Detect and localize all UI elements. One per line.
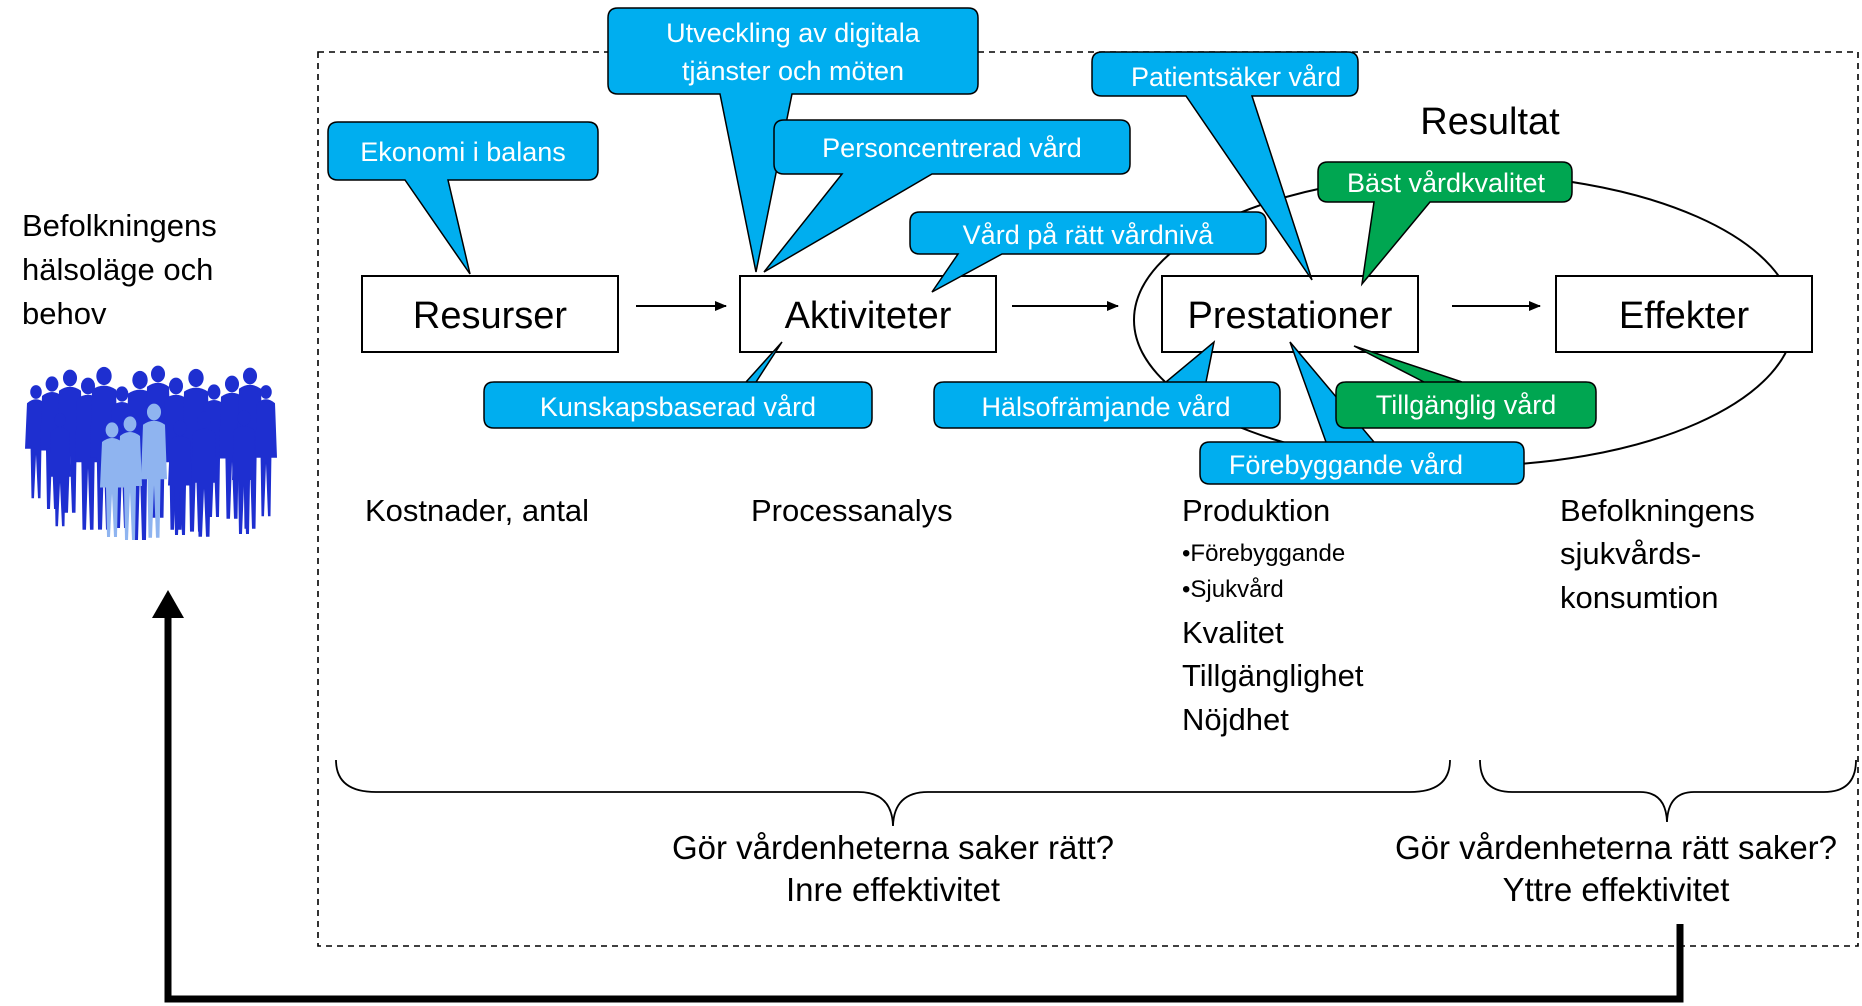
- crowd-person-head: [30, 385, 42, 399]
- result-label: Resultat: [1420, 101, 1560, 143]
- population-label-line1: Befolkningens: [22, 208, 217, 243]
- metric-effects-line1: Befolkningens: [1560, 493, 1755, 528]
- svg-text:Förebyggande vård: Förebyggande vård: [1229, 450, 1463, 480]
- metric-bullet-sjukvard: •Sjukvård: [1182, 576, 1284, 603]
- feedback-arrowhead: [152, 590, 184, 618]
- crowd-person-head: [224, 375, 240, 393]
- callout-tillganglig: Tillgänglig vård: [1335, 345, 1597, 429]
- svg-text:Kunskapsbaserad vård: Kunskapsbaserad vård: [540, 392, 816, 422]
- svg-text:Effekter: Effekter: [1619, 295, 1750, 337]
- callout-bast: Bäst vårdkvalitet: [1317, 161, 1573, 287]
- crowd-person-head: [54, 413, 66, 427]
- crowd-person-body: [49, 427, 71, 527]
- svg-text:Aktiviteter: Aktiviteter: [785, 295, 952, 337]
- crowd-person-head: [242, 367, 258, 385]
- callout-ekonomi: Ekonomi i balans: [327, 121, 599, 275]
- stage-effects: Effekter: [1555, 275, 1813, 353]
- svg-text:Bäst vårdkvalitet: Bäst vårdkvalitet: [1347, 168, 1546, 198]
- feedback-arrow: [164, 612, 1684, 1003]
- metric-effects-line3: konsumtion: [1560, 580, 1719, 615]
- stage-outputs: Prestationer: [1161, 275, 1419, 353]
- crowd-silhouette-icon: [25, 365, 277, 540]
- svg-text:tjänster och möten: tjänster och möten: [682, 56, 904, 86]
- svg-text:Tillgänglig vård: Tillgänglig vård: [1376, 390, 1557, 420]
- crowd-person-body: [141, 420, 167, 538]
- svg-text:Hälsofrämjande vård: Hälsofrämjande vård: [981, 392, 1230, 422]
- crowd-person-head: [260, 385, 272, 399]
- crowd-person-body: [100, 438, 124, 537]
- svg-text:Utveckling av digitala: Utveckling av digitala: [666, 18, 921, 48]
- crowd-person-head: [123, 416, 137, 432]
- crowd-person-body: [118, 432, 142, 540]
- stage-activities: Aktiviteter: [739, 275, 997, 353]
- callout-forebyggande: Förebyggande vård: [1199, 341, 1525, 485]
- crowd-person-head: [196, 411, 212, 429]
- svg-text:Vård på rätt vårdnivå: Vård på rätt vårdnivå: [963, 220, 1215, 250]
- inner-efficiency-label: Inre effektivitet: [786, 871, 1000, 908]
- callout-digitala: Utveckling av digitala tjänster och möte…: [607, 7, 979, 273]
- crowd-person-head: [146, 403, 162, 421]
- svg-text:Ekonomi i balans: Ekonomi i balans: [360, 137, 566, 167]
- svg-text:Personcentrerad vård: Personcentrerad vård: [822, 133, 1082, 163]
- metric-activities: Processanalys: [751, 493, 953, 528]
- metric-effects-line2: sjukvårds-: [1560, 536, 1701, 571]
- outer-efficiency-question: Gör vårdenheterna rätt saker?: [1395, 829, 1837, 866]
- system-boundary: [317, 51, 1859, 947]
- callout-vardniva: Vård på rätt vårdnivå: [909, 211, 1267, 293]
- crowd-person-head: [150, 365, 166, 383]
- brace-inner-efficiency: [335, 759, 1451, 827]
- metric-bullet-forebyggande: •Förebyggande: [1182, 540, 1345, 567]
- metric-production: Produktion: [1182, 493, 1330, 528]
- crowd-person-head: [188, 368, 204, 388]
- crowd-person-head: [132, 370, 148, 390]
- callout-personcentrerad: Personcentrerad vård: [763, 119, 1131, 273]
- crowd-person-head: [62, 369, 78, 387]
- metric-quality: Kvalitet: [1182, 615, 1284, 650]
- crowd-person-head: [207, 384, 221, 400]
- metric-resources: Kostnader, antal: [365, 493, 589, 528]
- inner-efficiency-question: Gör vårdenheterna saker rätt?: [672, 829, 1114, 866]
- crowd-person-head: [168, 377, 184, 395]
- callout-kunskap: Kunskapsbaserad vård: [483, 341, 873, 429]
- crowd-person-head: [173, 420, 187, 436]
- crowd-person-head: [237, 410, 251, 426]
- crowd-person-head: [80, 377, 96, 395]
- outer-efficiency-label: Yttre effektivitet: [1503, 871, 1730, 908]
- svg-text:Prestationer: Prestationer: [1188, 295, 1393, 337]
- crowd-person-head: [105, 422, 119, 438]
- crowd-person-head: [115, 386, 129, 402]
- metric-accessibility: Tillgänglighet: [1182, 658, 1364, 693]
- population-label-line3: behov: [22, 296, 107, 331]
- crowd-person-body: [232, 426, 256, 534]
- brace-outer-efficiency: [1479, 759, 1857, 823]
- callout-halsoframjande: Hälsofrämjande vård: [933, 340, 1281, 429]
- metric-satisfaction: Nöjdhet: [1182, 702, 1289, 737]
- crowd-person-head: [45, 376, 59, 392]
- crowd-person-body: [255, 399, 277, 517]
- crowd-person-body: [168, 436, 192, 535]
- stage-resources: Resurser: [361, 275, 619, 353]
- crowd-person-body: [191, 428, 217, 537]
- svg-text:Patientsäker vård: Patientsäker vård: [1131, 62, 1341, 92]
- svg-text:Resurser: Resurser: [413, 295, 567, 337]
- callout-patientsaker: Patientsäker vård: [1091, 51, 1359, 281]
- population-label-line2: hälsoläge och: [22, 252, 213, 287]
- crowd-person-head: [96, 366, 112, 386]
